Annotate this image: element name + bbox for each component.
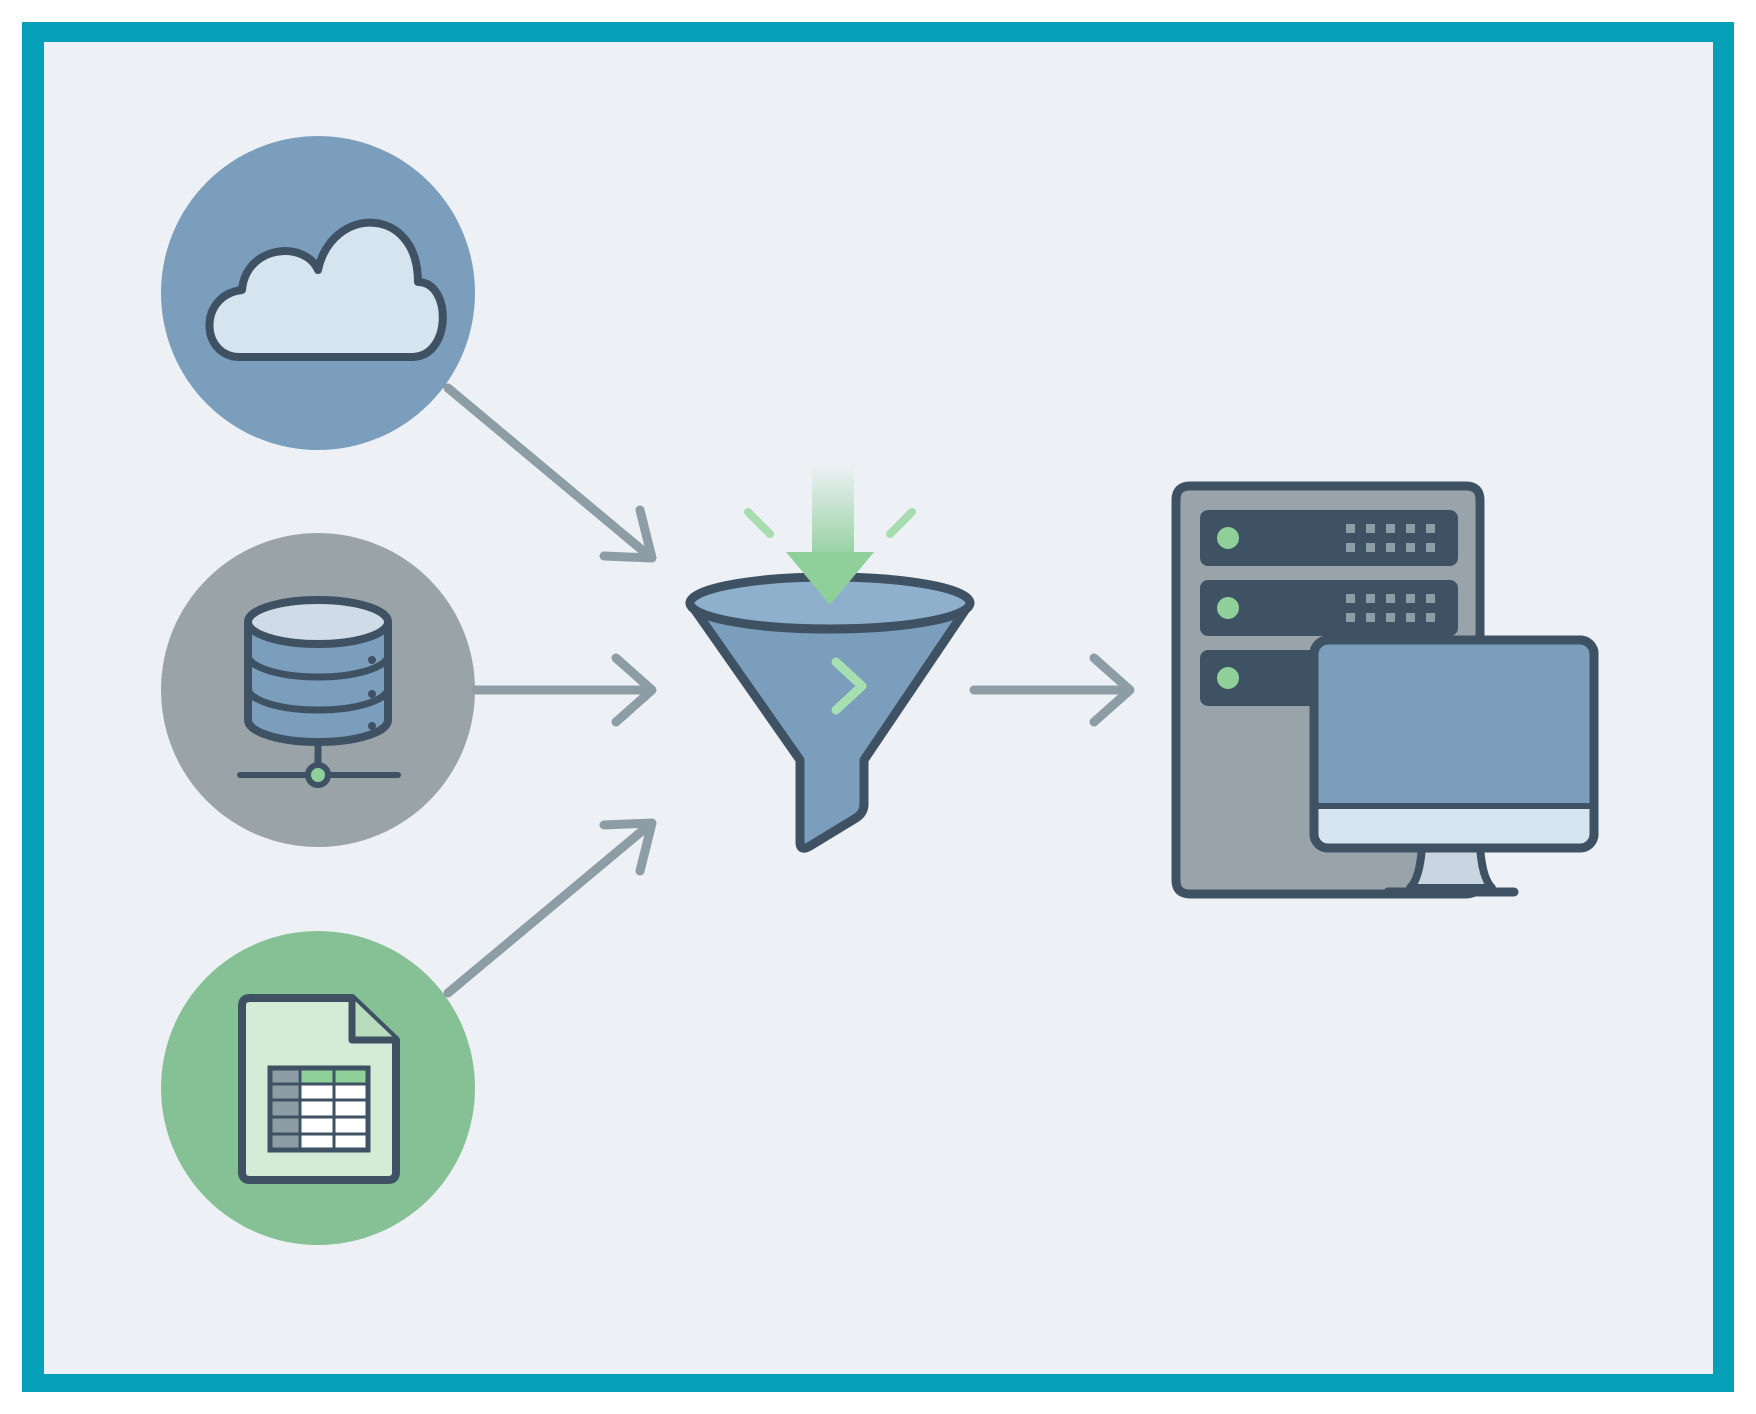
source-database	[161, 533, 475, 847]
spreadsheet-icon	[238, 994, 400, 1184]
edge-cloud-to-funnel	[443, 383, 657, 563]
edge-funnel-to-target	[969, 653, 1135, 727]
cloud-icon	[205, 218, 447, 361]
monitor-icon	[1309, 635, 1599, 897]
database-icon	[237, 596, 401, 788]
funnel-icon	[685, 598, 975, 853]
edge-spreadsheet-to-funnel	[443, 818, 657, 998]
source-spreadsheet	[161, 931, 475, 1245]
processor-funnel	[685, 465, 975, 853]
edge-database-to-funnel	[471, 653, 657, 727]
target-server-workstation	[1171, 481, 1599, 899]
source-cloud	[161, 136, 475, 450]
